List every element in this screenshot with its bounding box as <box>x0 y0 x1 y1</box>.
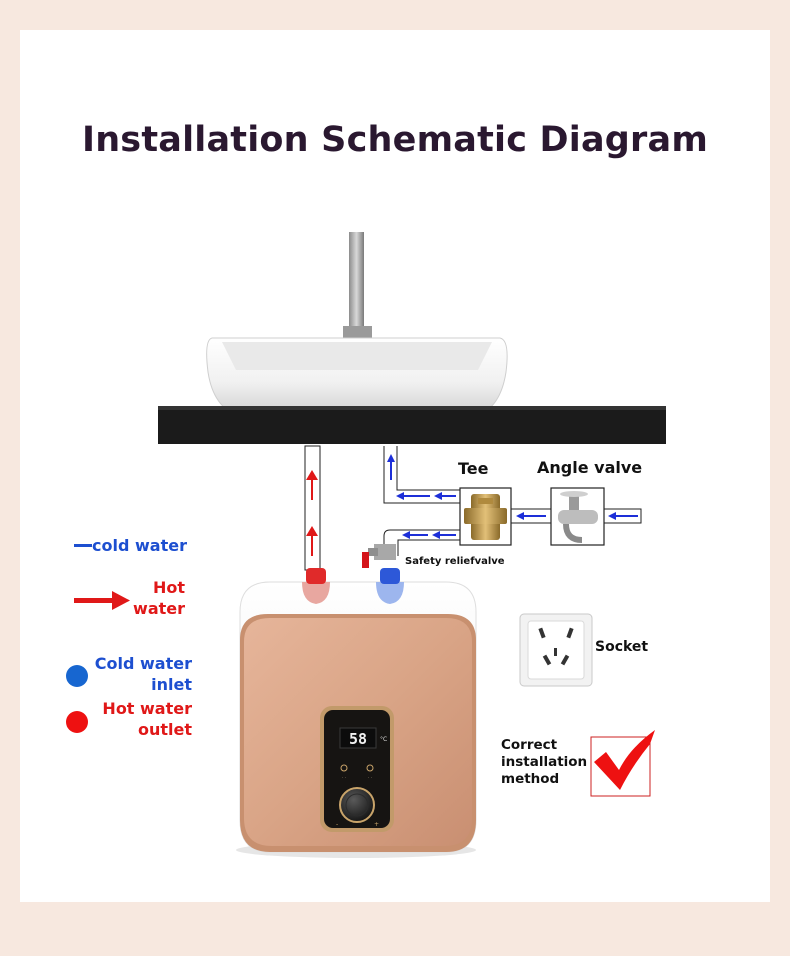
wash-basin <box>206 337 508 419</box>
faucet <box>343 232 372 338</box>
water-heater: · · · · - + <box>236 568 477 858</box>
correct-installation-label: Correct installation method <box>501 737 587 788</box>
page-title: Installation Schematic Diagram <box>81 120 709 160</box>
hot-water-outlet-dot <box>66 711 88 733</box>
svg-text:· ·: · · <box>342 775 347 781</box>
correct-label-line1: Correct <box>501 737 558 753</box>
svg-text:-: - <box>336 821 338 828</box>
safety-relief-valve-label: Safety reliefvalve <box>405 556 505 567</box>
cold-flow-arrows <box>387 454 638 539</box>
cold-inlet-label-line1: Cold water <box>94 654 192 673</box>
socket-label: Socket <box>595 639 649 655</box>
hot-water-label-line2: water <box>133 599 185 618</box>
hot-water-outlet-label: Hot water outlet <box>80 698 192 740</box>
correct-label-line3: method <box>501 771 560 787</box>
tee-fitting <box>459 487 512 546</box>
angle-valve <box>550 487 605 546</box>
wall-socket <box>519 613 593 687</box>
cold-water-legend-label: cold water <box>92 536 187 555</box>
heater-temperature-readout: 58 <box>349 730 367 748</box>
hot-outlet-label-line2: outlet <box>137 720 192 739</box>
cold-water-inlet-dot <box>66 665 88 687</box>
hot-water-legend-label: Hot water <box>100 577 185 619</box>
hot-water-legend-arrow <box>74 591 130 610</box>
cold-water-pipes <box>383 446 642 556</box>
heater-temperature-unit: °C <box>380 736 387 743</box>
safety-relief-valve <box>362 544 396 568</box>
correct-label-line2: installation <box>501 754 588 770</box>
angle-valve-label: Angle valve <box>537 458 643 477</box>
cold-water-legend-line <box>74 544 92 547</box>
hot-water-pipe <box>304 445 321 571</box>
tee-label: Tee <box>458 459 489 478</box>
svg-text:+: + <box>374 821 379 828</box>
cold-inlet-label-line2: inlet <box>151 675 192 694</box>
hot-water-label-line1: Hot <box>152 578 185 597</box>
cold-water-inlet-label: Cold water inlet <box>80 653 192 695</box>
countertop <box>158 406 666 444</box>
hot-outlet-label-line1: Hot water <box>102 699 192 718</box>
checkmark-icon <box>590 730 655 797</box>
svg-text:· ·: · · <box>368 775 373 781</box>
